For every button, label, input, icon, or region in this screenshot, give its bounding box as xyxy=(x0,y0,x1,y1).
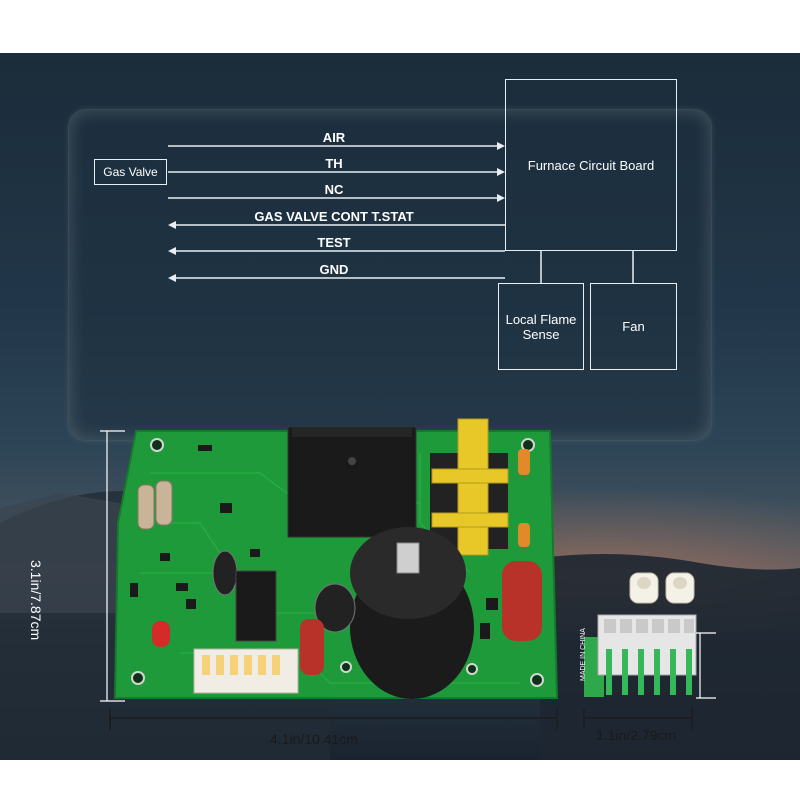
arrowhead-test xyxy=(168,247,176,255)
wiring-lines xyxy=(168,142,634,283)
ic-chip xyxy=(235,570,277,642)
height-dimension-label: 3.1in/7.87cm xyxy=(28,560,44,641)
connector-dimension-label: 1.1in/2.79cm xyxy=(596,727,677,743)
flame-sense-box: Local Flame Sense xyxy=(498,283,584,370)
arrowhead-th xyxy=(497,168,505,176)
arrowhead-air xyxy=(497,142,505,150)
background-photo: AIR TH NC GAS VALVE CONT T.STAT TEST GND… xyxy=(0,53,800,760)
signal-label-test: TEST xyxy=(317,235,351,250)
signal-label-air: AIR xyxy=(322,130,346,145)
arrowhead-gas-valve xyxy=(168,221,176,229)
arrowhead-nc xyxy=(497,194,505,202)
capacitor-1 xyxy=(314,583,356,633)
gas-valve-box: Gas Valve xyxy=(94,159,167,185)
signal-label-th: TH xyxy=(325,156,343,171)
film-capacitor-1 xyxy=(502,561,542,641)
signal-label-gnd: GND xyxy=(319,262,349,277)
arrowhead-gnd xyxy=(168,274,176,282)
dimension-lines xyxy=(100,430,716,702)
signal-label-nc: NC xyxy=(324,182,344,197)
signal-label-gas-valve-cont: GAS VALVE CONT T.STAT xyxy=(254,209,414,224)
relay xyxy=(287,426,417,538)
fan-box: Fan xyxy=(590,283,677,370)
furnace-circuit-board-box: Furnace Circuit Board xyxy=(505,79,677,251)
film-capacitor-2 xyxy=(300,619,324,675)
width-dimension-label: 4.1in/10.41cm xyxy=(270,731,358,747)
red-led xyxy=(152,621,170,647)
circuit-board-illustration xyxy=(113,418,697,699)
